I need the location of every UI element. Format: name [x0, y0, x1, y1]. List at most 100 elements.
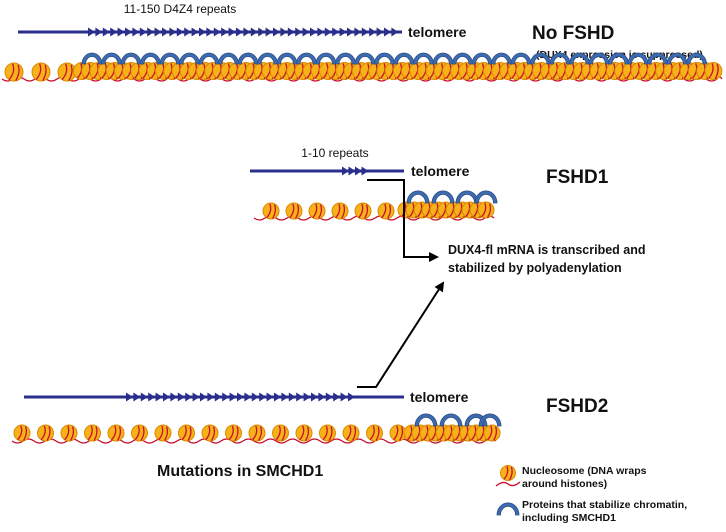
nucleosome — [272, 424, 289, 442]
dna-wrap — [205, 425, 211, 441]
chromatin-protein — [296, 52, 317, 65]
dna-wrap — [415, 425, 421, 441]
dna-wrap — [352, 426, 357, 441]
dna-wrap — [318, 204, 323, 219]
chromatin-protein — [510, 52, 532, 65]
dna-wrap — [473, 202, 479, 218]
dna-wrap — [449, 202, 455, 218]
d4z4-repeat-triangle — [221, 27, 229, 37]
dna-wrap — [425, 202, 431, 218]
d4z4-repeat-triangle — [361, 27, 369, 37]
legend: Nucleosome (DNA wraps around histones) P… — [495, 465, 687, 524]
legend-protein-line-1: Proteins that stabilize chromatin, — [522, 499, 687, 511]
fshd1-d4z4-repeat-triangles — [342, 166, 369, 176]
dna-wrap — [164, 426, 169, 441]
d4z4-repeat-triangle — [244, 392, 252, 402]
dna-wrap — [211, 426, 216, 441]
fshd1-protein-arcs — [406, 190, 498, 204]
d4z4-repeat-triangle — [170, 392, 178, 402]
dna-wrap — [312, 203, 318, 219]
nucleosome — [377, 202, 395, 220]
dna-wrap — [111, 425, 117, 441]
d4z4-repeat-triangle — [155, 392, 163, 402]
dna-wrap — [64, 425, 70, 441]
chromatin-protein — [198, 52, 220, 65]
dna-wrap — [457, 202, 463, 218]
dna-wrap — [455, 425, 461, 441]
d4z4-repeat-triangle — [126, 392, 133, 402]
dna-wrap — [369, 425, 375, 441]
nucleosome — [285, 202, 303, 220]
dna-wrap — [187, 426, 192, 441]
legend-protein-line-2: including SMCHD1 — [522, 512, 616, 524]
dna-wrap — [417, 202, 423, 218]
d4z4-repeat-triangle — [185, 392, 193, 402]
nucleosome — [37, 424, 54, 442]
dna-wrap — [364, 204, 369, 219]
d4z4-repeat-triangle — [369, 27, 377, 37]
panel-fshd2: telomere FSHD2 Mutations in SMCHD1 — [11, 281, 608, 480]
d4z4-repeat-triangle — [140, 392, 148, 402]
dna-wrap — [393, 425, 399, 441]
dna-wrap — [714, 63, 719, 80]
dna-wrap — [346, 425, 352, 441]
dna-wrap — [23, 426, 28, 441]
nucleosome — [500, 465, 516, 481]
dna-wrap — [289, 203, 295, 219]
nucleosome — [354, 202, 372, 220]
dna-wrap — [409, 202, 415, 218]
dna-wrap — [463, 425, 469, 441]
protein-arc-icon — [496, 502, 520, 516]
d4z4-repeat-triangle — [324, 27, 332, 37]
chromatin-protein — [439, 413, 463, 427]
dna-wrap — [335, 203, 341, 219]
dna-wrap — [387, 204, 392, 219]
callout-line-2: stabilized by polyadenylation — [448, 261, 622, 275]
d4z4-repeat-triangle — [391, 27, 399, 37]
dna-wrap — [465, 202, 471, 218]
dna-wrap — [471, 425, 477, 441]
dna-wrap — [295, 204, 300, 219]
d4z4-repeat-triangle — [177, 392, 185, 402]
dna-wrap — [487, 203, 492, 218]
d4z4-repeat-triangle — [274, 392, 281, 402]
d4z4-repeat-triangle — [169, 27, 177, 37]
dna-wrap — [341, 204, 346, 219]
dna-wrap — [87, 425, 93, 441]
d4z4-repeat-triangle — [102, 27, 110, 37]
d4z4-repeat-triangle — [132, 27, 140, 37]
d4z4-repeat-triangle — [229, 392, 237, 402]
d4z4-repeat-triangle — [333, 392, 341, 402]
d4z4-repeat-triangle — [163, 392, 170, 402]
fshd2-mutation-label: Mutations in SMCHD1 — [157, 463, 323, 480]
d4z4-repeat-triangle — [296, 392, 304, 402]
d4z4-repeat-triangle — [340, 392, 348, 402]
legend-nucleosome-line-2: around histones) — [522, 478, 607, 490]
d4z4-repeat-triangle — [303, 392, 311, 402]
chromatin-protein — [413, 52, 434, 65]
chromatin-protein — [455, 190, 479, 204]
dna-wrap — [439, 425, 445, 441]
nucleosome — [262, 202, 280, 220]
nucleosome — [342, 424, 360, 442]
d4z4-repeat-triangle — [207, 392, 215, 402]
nucleosome — [107, 424, 125, 442]
chromatin-protein — [354, 52, 376, 65]
dna-wrap — [228, 425, 234, 441]
d4z4-repeat-triangle — [125, 27, 132, 37]
d4z4-repeat-triangle — [376, 27, 384, 37]
nucleosome — [319, 424, 336, 442]
dna-wrap — [281, 426, 286, 441]
fshd1-telomere-label: telomere — [411, 163, 470, 179]
nucleosome — [225, 424, 242, 442]
dna-tail — [495, 481, 521, 487]
dna-wrap — [305, 426, 310, 441]
d4z4-repeat-triangle — [213, 27, 221, 37]
d4z4-repeat-triangle — [258, 27, 266, 37]
fshd2-nucleosomes — [13, 424, 501, 442]
d4z4-repeat-triangle — [154, 27, 162, 37]
dna-wrap — [358, 203, 364, 219]
dna-wrap — [158, 425, 164, 441]
d4z4-repeat-triangle — [110, 27, 118, 37]
